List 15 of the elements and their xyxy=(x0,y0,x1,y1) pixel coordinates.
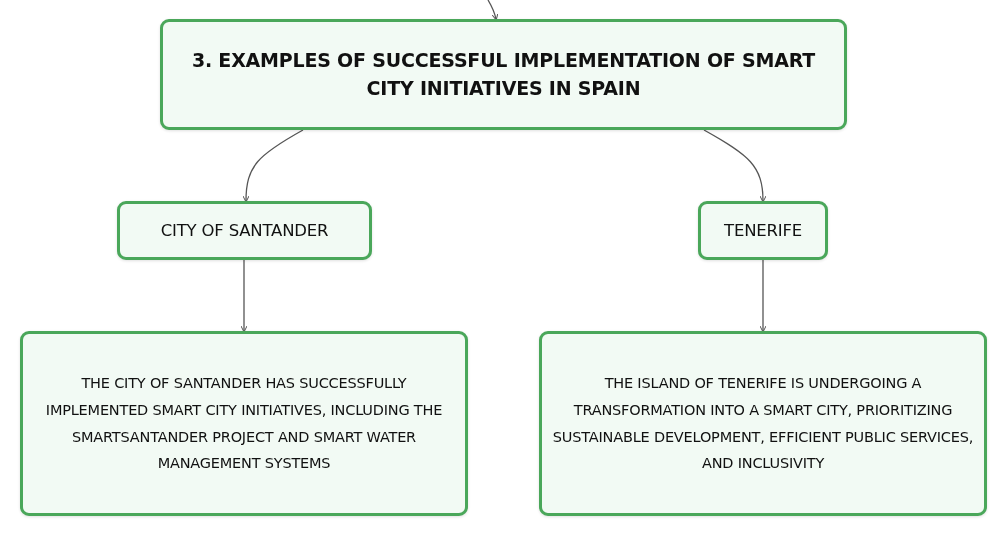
heading-text: 3. EXAMPLES OF SUCCESSFUL IMPLEMENTATION OF SMART CITY INITIATIVES IN SPAIN xyxy=(190,47,817,101)
topic-text: CITY OF SANTANDER xyxy=(160,219,329,242)
arrow xyxy=(759,259,767,333)
arrow xyxy=(240,259,248,333)
topic-text: THE CITY OF SANTANDER HAS SUCCESSFULLY IMPLEMENTED SMART CITY INITIATIVES, INCLUDING THE SMARTSANTANDER PROJECT AND SMART WATER MANAGEMENT SYSTEMS xyxy=(44,373,444,474)
arrow xyxy=(487,0,499,21)
topic-box xyxy=(160,19,847,130)
topic-text: THE ISLAND OF TENERIFE IS UNDERGOING A TRANSFORMATION INTO A SMART CITY, PRIORITIZING SUSTAINABLE DEVELOPMENT, EFFICIENT PUBLIC SERVICES, AND INCLUSIVITY xyxy=(551,373,975,474)
topic-text: TENERIFE xyxy=(724,219,802,242)
topic-box xyxy=(117,201,372,260)
topic-box xyxy=(20,331,468,516)
arrow xyxy=(703,129,767,203)
arrow xyxy=(242,129,304,203)
topic-box xyxy=(539,331,987,516)
topic-box xyxy=(698,201,828,260)
